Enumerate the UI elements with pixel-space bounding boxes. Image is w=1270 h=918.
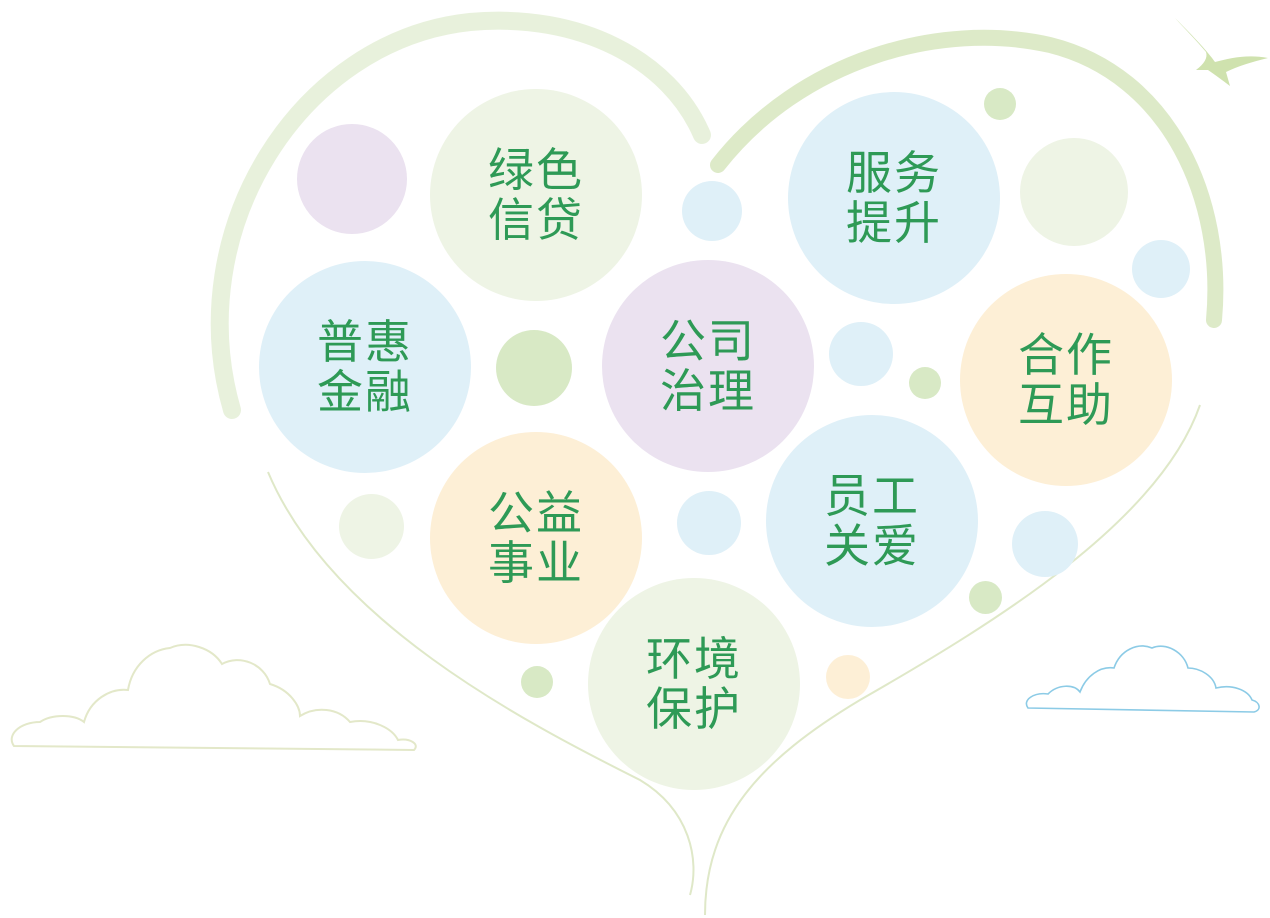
decor-bubble <box>984 88 1016 120</box>
decor-bubble <box>1020 138 1128 246</box>
decor-bubble <box>1012 511 1078 577</box>
topic-label-line1: 合作 <box>1018 328 1114 382</box>
topic-label-line1: 服务 <box>846 146 942 200</box>
topic-label-line2: 保护 <box>646 682 742 736</box>
decor-bubble <box>829 322 893 386</box>
topic-label-line2: 金融 <box>317 365 413 419</box>
topic-governance: 公司 治理 <box>602 260 814 472</box>
heart-right-arc <box>710 29 1224 328</box>
topic-label-line1: 普惠 <box>317 315 413 369</box>
decor-bubble <box>969 581 1002 614</box>
heart-left-line <box>267 471 695 896</box>
decor-bubble <box>826 655 870 699</box>
topic-label-line1: 公司 <box>660 314 756 368</box>
topic-environment: 环境 保护 <box>588 578 800 790</box>
topic-label-line2: 关爱 <box>824 519 920 573</box>
topic-inclusive-finance: 普惠 金融 <box>259 261 471 473</box>
topic-cooperation: 合作 互助 <box>960 274 1172 486</box>
topic-label-line1: 员工 <box>824 469 920 523</box>
topic-label-line2: 互助 <box>1018 378 1114 432</box>
decor-bubble <box>339 494 404 559</box>
decor-bubble <box>1132 240 1190 298</box>
heart-right-line <box>704 404 1201 916</box>
topic-label-line2: 信贷 <box>488 193 584 247</box>
decor-bubble <box>521 666 553 698</box>
decor-bubble <box>682 181 742 241</box>
right-cloud-icon <box>1025 645 1260 713</box>
bird-icon <box>1175 18 1268 86</box>
topic-label-line1: 绿色 <box>488 143 584 197</box>
left-cloud-icon <box>10 643 417 752</box>
topic-label-line2: 治理 <box>660 364 756 418</box>
decor-bubble <box>297 124 407 234</box>
decor-bubble <box>496 330 572 406</box>
topic-label-line1: 环境 <box>646 632 742 686</box>
topic-service: 服务 提升 <box>788 92 1000 304</box>
decor-bubble <box>909 367 941 399</box>
topic-label-line2: 事业 <box>488 536 584 590</box>
topic-employee-care: 员工 关爱 <box>766 415 978 627</box>
heart-left-arc <box>210 11 711 419</box>
decor-bubble <box>677 491 741 555</box>
topic-green-credit: 绿色 信贷 <box>430 89 642 301</box>
topic-label-line1: 公益 <box>488 486 584 540</box>
topic-public-welfare: 公益 事业 <box>430 432 642 644</box>
topic-label-line2: 提升 <box>846 196 942 250</box>
